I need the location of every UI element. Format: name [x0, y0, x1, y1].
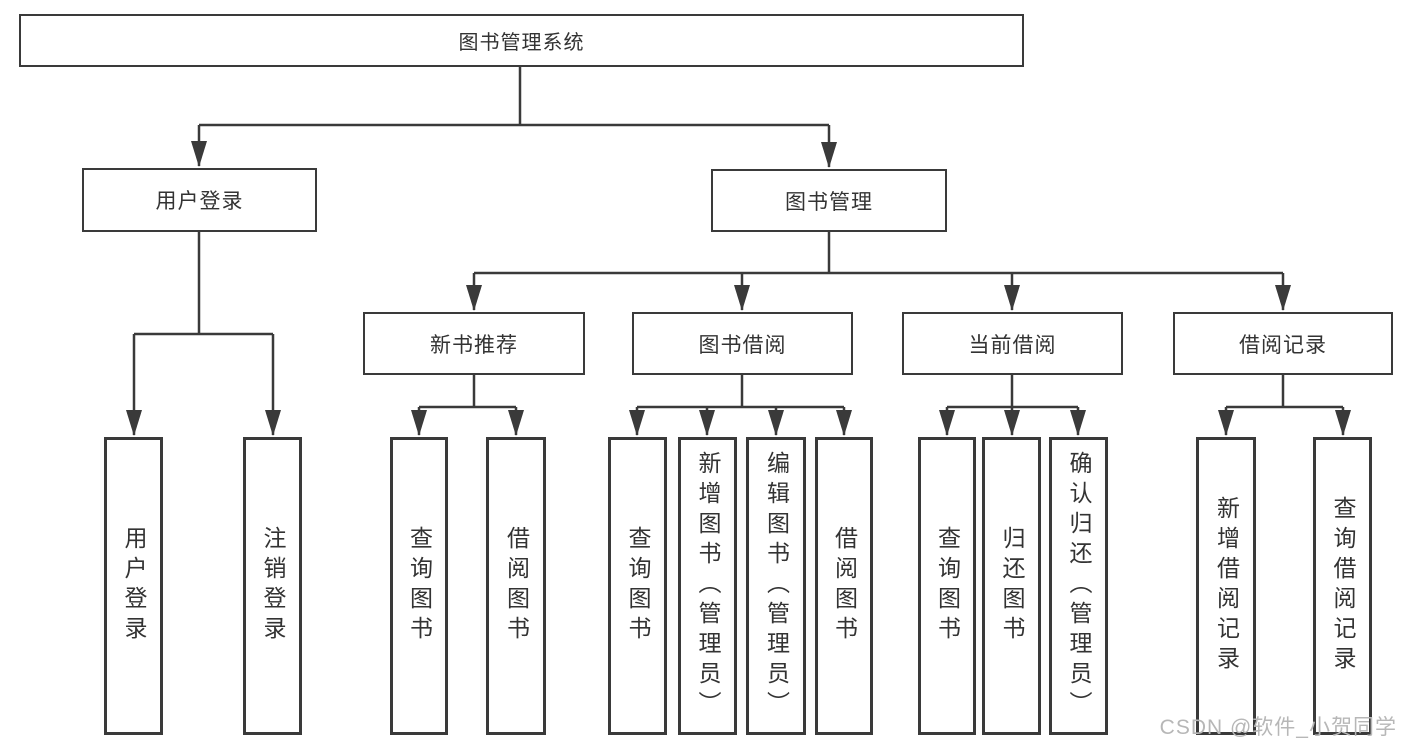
leaf-label: 归还图书	[999, 526, 1025, 646]
leaf-label: 新增借阅记录	[1213, 496, 1240, 676]
node-new-book-recommendation: 新书推荐	[363, 312, 585, 375]
leaf-label: 编辑图书（管理员）	[763, 451, 790, 721]
node-label: 用户登录	[155, 190, 244, 213]
node-label: 图书管理系统	[458, 32, 585, 54]
leaf-label: 用户登录	[121, 526, 147, 646]
leaf-borrowing-add-books-admin: 新增图书（管理员）	[678, 437, 737, 735]
node-label: 新书推荐	[430, 333, 518, 357]
leaf-label: 查询图书	[406, 526, 433, 646]
node-label: 当前借阅	[968, 333, 1057, 357]
leaf-label: 确认归还（管理员）	[1066, 451, 1092, 721]
leaf-user-login: 用户登录	[104, 437, 163, 735]
leaf-label: 查询图书	[625, 526, 651, 646]
leaf-borrowing-edit-books-admin: 编辑图书（管理员）	[746, 437, 806, 735]
node-label: 图书管理	[785, 190, 873, 214]
leaf-current-query-books: 查询图书	[918, 437, 976, 735]
leaf-current-confirm-return-admin: 确认归还（管理员）	[1049, 437, 1108, 735]
leaf-label: 查询图书	[934, 526, 961, 646]
leaf-label: 注销登录	[260, 526, 286, 646]
node-label: 图书借阅	[698, 333, 787, 357]
leaf-newbooks-borrow-books: 借阅图书	[486, 437, 546, 735]
leaf-borrowing-borrow-books: 借阅图书	[815, 437, 873, 735]
leaf-current-return-books: 归还图书	[982, 437, 1041, 735]
leaf-label: 借阅图书	[831, 526, 858, 646]
leaf-borrowing-query-books: 查询图书	[608, 437, 667, 735]
leaf-label: 查询借阅记录	[1330, 496, 1356, 676]
leaf-records-add-borrow-record: 新增借阅记录	[1196, 437, 1256, 735]
leaf-records-query-borrow-record: 查询借阅记录	[1313, 437, 1372, 735]
leaf-newbooks-query-books: 查询图书	[390, 437, 448, 735]
node-current-borrowing: 当前借阅	[902, 312, 1123, 375]
leaf-label: 借阅图书	[503, 526, 530, 646]
csdn-watermark: CSDN @软件_小贺同学	[1159, 716, 1397, 739]
node-borrowing-records: 借阅记录	[1173, 312, 1393, 375]
node-user-login: 用户登录	[82, 168, 317, 232]
leaf-logout: 注销登录	[243, 437, 302, 735]
node-book-management-system: 图书管理系统	[19, 14, 1024, 67]
node-book-management: 图书管理	[711, 169, 947, 232]
leaf-label: 新增图书（管理员）	[695, 451, 721, 721]
node-label: 借阅记录	[1239, 333, 1327, 357]
node-book-borrowing: 图书借阅	[632, 312, 853, 375]
